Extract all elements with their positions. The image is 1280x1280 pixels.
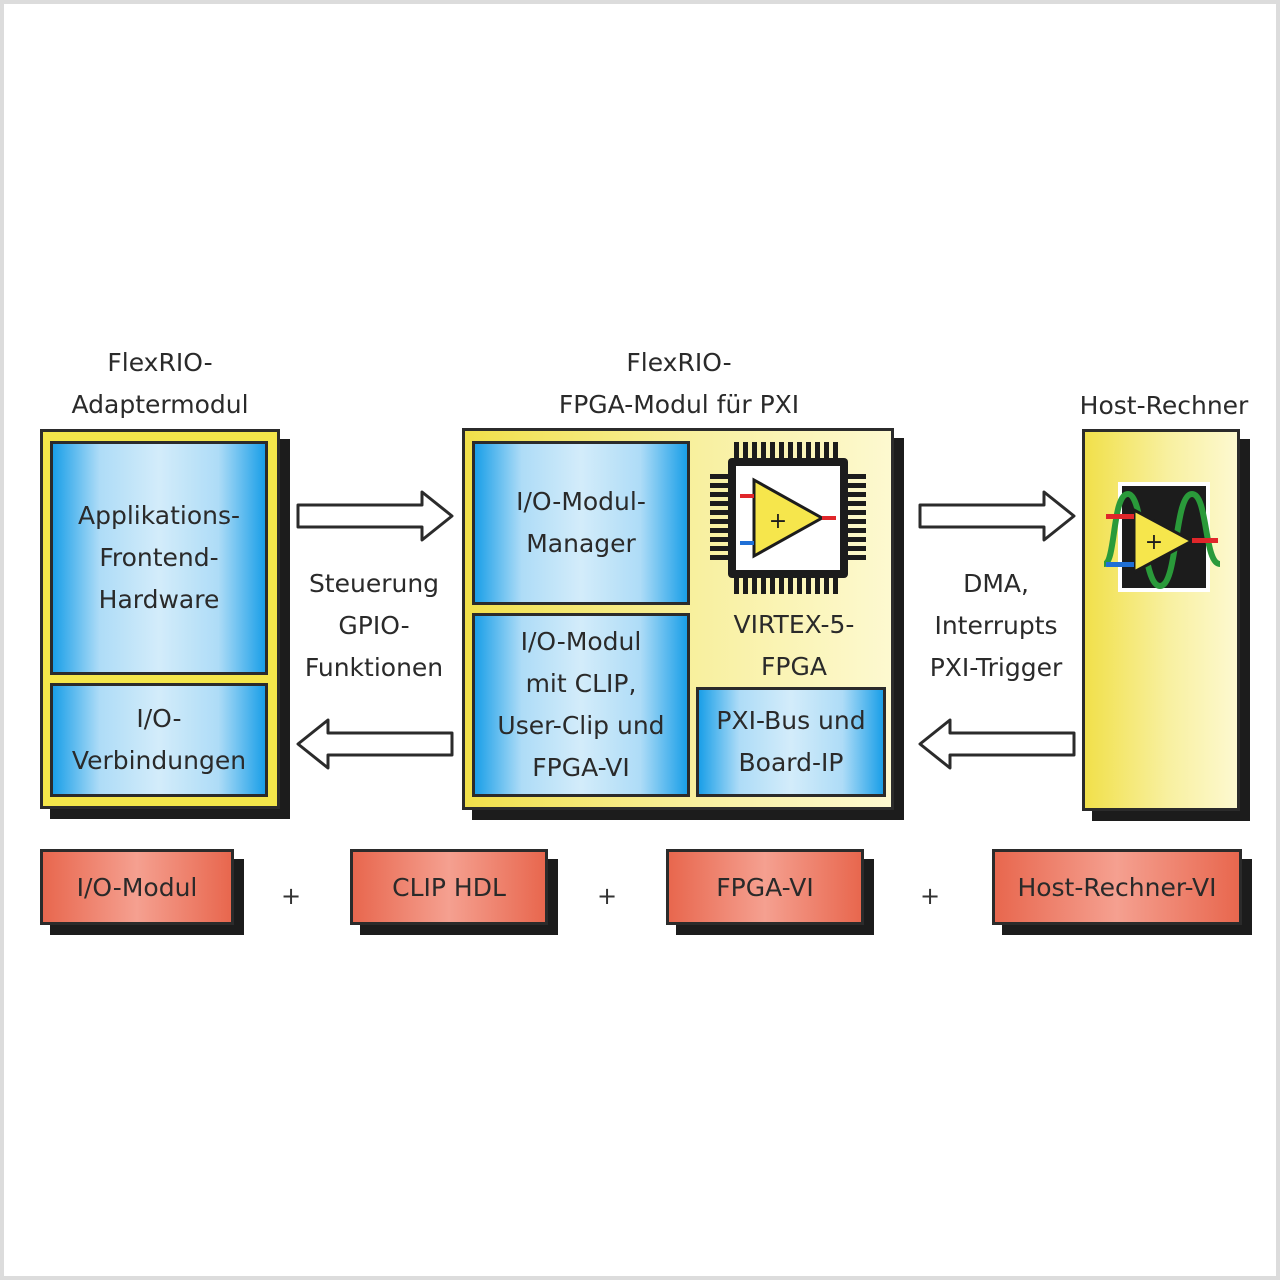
- io-module-manager-label: I/O-Modul- Manager: [516, 487, 646, 558]
- arrow-left-host-to-fpga: [918, 718, 1076, 770]
- plus-separator-1: +: [280, 882, 302, 910]
- plus-separator-3: +: [919, 882, 941, 910]
- io-module-clip-box: I/O-Modul mit CLIP, User-Clip und FPGA-V…: [472, 613, 690, 797]
- component-io-module: I/O-Modul: [40, 849, 234, 925]
- io-connections-box: I/O- Verbindungen: [50, 683, 268, 797]
- io-connections-label: I/O- Verbindungen: [71, 704, 247, 775]
- component-fpga-vi: FPGA-VI: [666, 849, 864, 925]
- component-host-vi: Host-Rechner-VI: [992, 849, 1242, 925]
- virtex-fpga-label: VIRTEX-5- FPGA: [733, 610, 855, 681]
- host-computer-title: Host-Rechner: [1079, 391, 1249, 420]
- arrow-right-fpga-to-host: [918, 490, 1076, 542]
- arrow-right-adapter-to-fpga: [296, 490, 454, 542]
- pxi-bus-box: PXI-Bus und Board-IP: [696, 687, 886, 797]
- adapter-module-title: FlexRIO- Adaptermodul: [71, 348, 249, 419]
- io-module-clip-label: I/O-Modul mit CLIP, User-Clip und FPGA-V…: [497, 627, 665, 782]
- plus-separator-2: +: [596, 882, 618, 910]
- svg-text:+: +: [1145, 530, 1163, 555]
- pxi-bus-label: PXI-Bus und Board-IP: [716, 706, 866, 777]
- frontend-hardware-box: Applikations- Frontend- Hardware: [50, 441, 268, 675]
- arrow-left-fpga-to-adapter: [296, 718, 454, 770]
- fpga-module-title: FlexRIO- FPGA-Modul für PXI: [558, 348, 800, 419]
- io-module-manager-box: I/O-Modul- Manager: [472, 441, 690, 605]
- labview-amplifier-icon: +: [1102, 482, 1222, 592]
- dma-interrupts-label: DMA, Interrupts PXI-Trigger: [929, 569, 1063, 682]
- component-clip-hdl: CLIP HDL: [350, 849, 548, 925]
- fpga-chip-icon: +: [710, 442, 866, 594]
- svg-text:+: +: [769, 509, 787, 534]
- frontend-hardware-label: Applikations- Frontend- Hardware: [77, 501, 241, 614]
- control-gpio-label: Steuerung GPIO- Funktionen: [304, 569, 444, 682]
